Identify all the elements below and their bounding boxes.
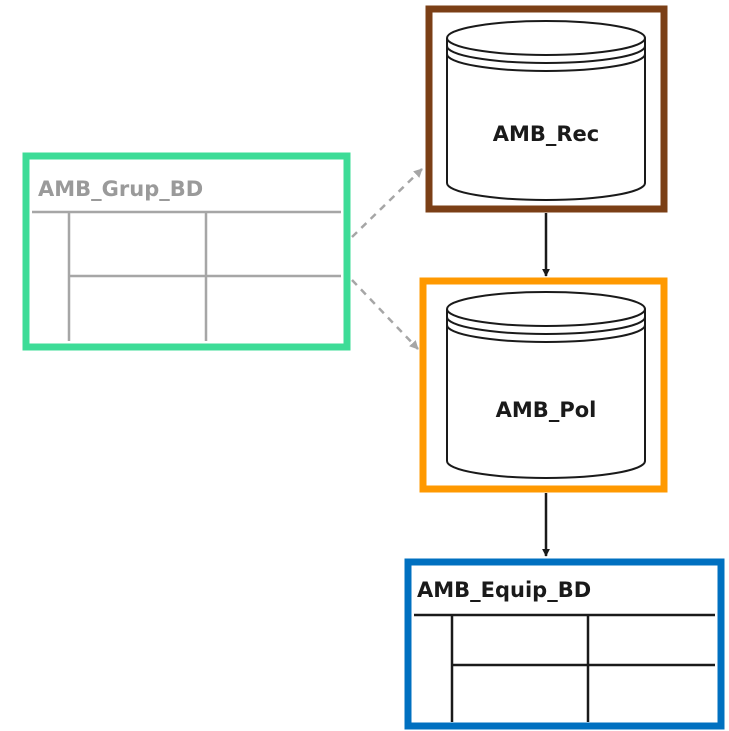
node-amb-equip-bd-label: AMB_Equip_BD xyxy=(417,578,591,602)
node-amb-pol: AMB_Pol xyxy=(419,277,668,493)
node-amb-grup-bd-label: AMB_Grup_BD xyxy=(38,177,203,201)
node-amb-grup-bd-border xyxy=(22,152,351,351)
table-icon xyxy=(414,613,715,722)
node-amb-equip-bd: AMB_Equip_BD xyxy=(404,558,725,730)
database-cylinder-icon xyxy=(446,291,646,479)
node-amb-equip-bd-border xyxy=(404,558,725,730)
node-amb-rec-label: AMB_Rec xyxy=(493,122,600,146)
database-cylinder-icon xyxy=(446,20,646,201)
node-amb-pol-label: AMB_Pol xyxy=(496,398,597,422)
table-icon xyxy=(32,210,341,341)
dashed-arrow-grup-to-pol xyxy=(351,279,419,350)
node-amb-grup-bd: AMB_Grup_BD xyxy=(22,152,351,351)
dashed-arrow-grup-to-rec xyxy=(351,168,423,238)
node-amb-rec: AMB_Rec xyxy=(425,5,668,213)
